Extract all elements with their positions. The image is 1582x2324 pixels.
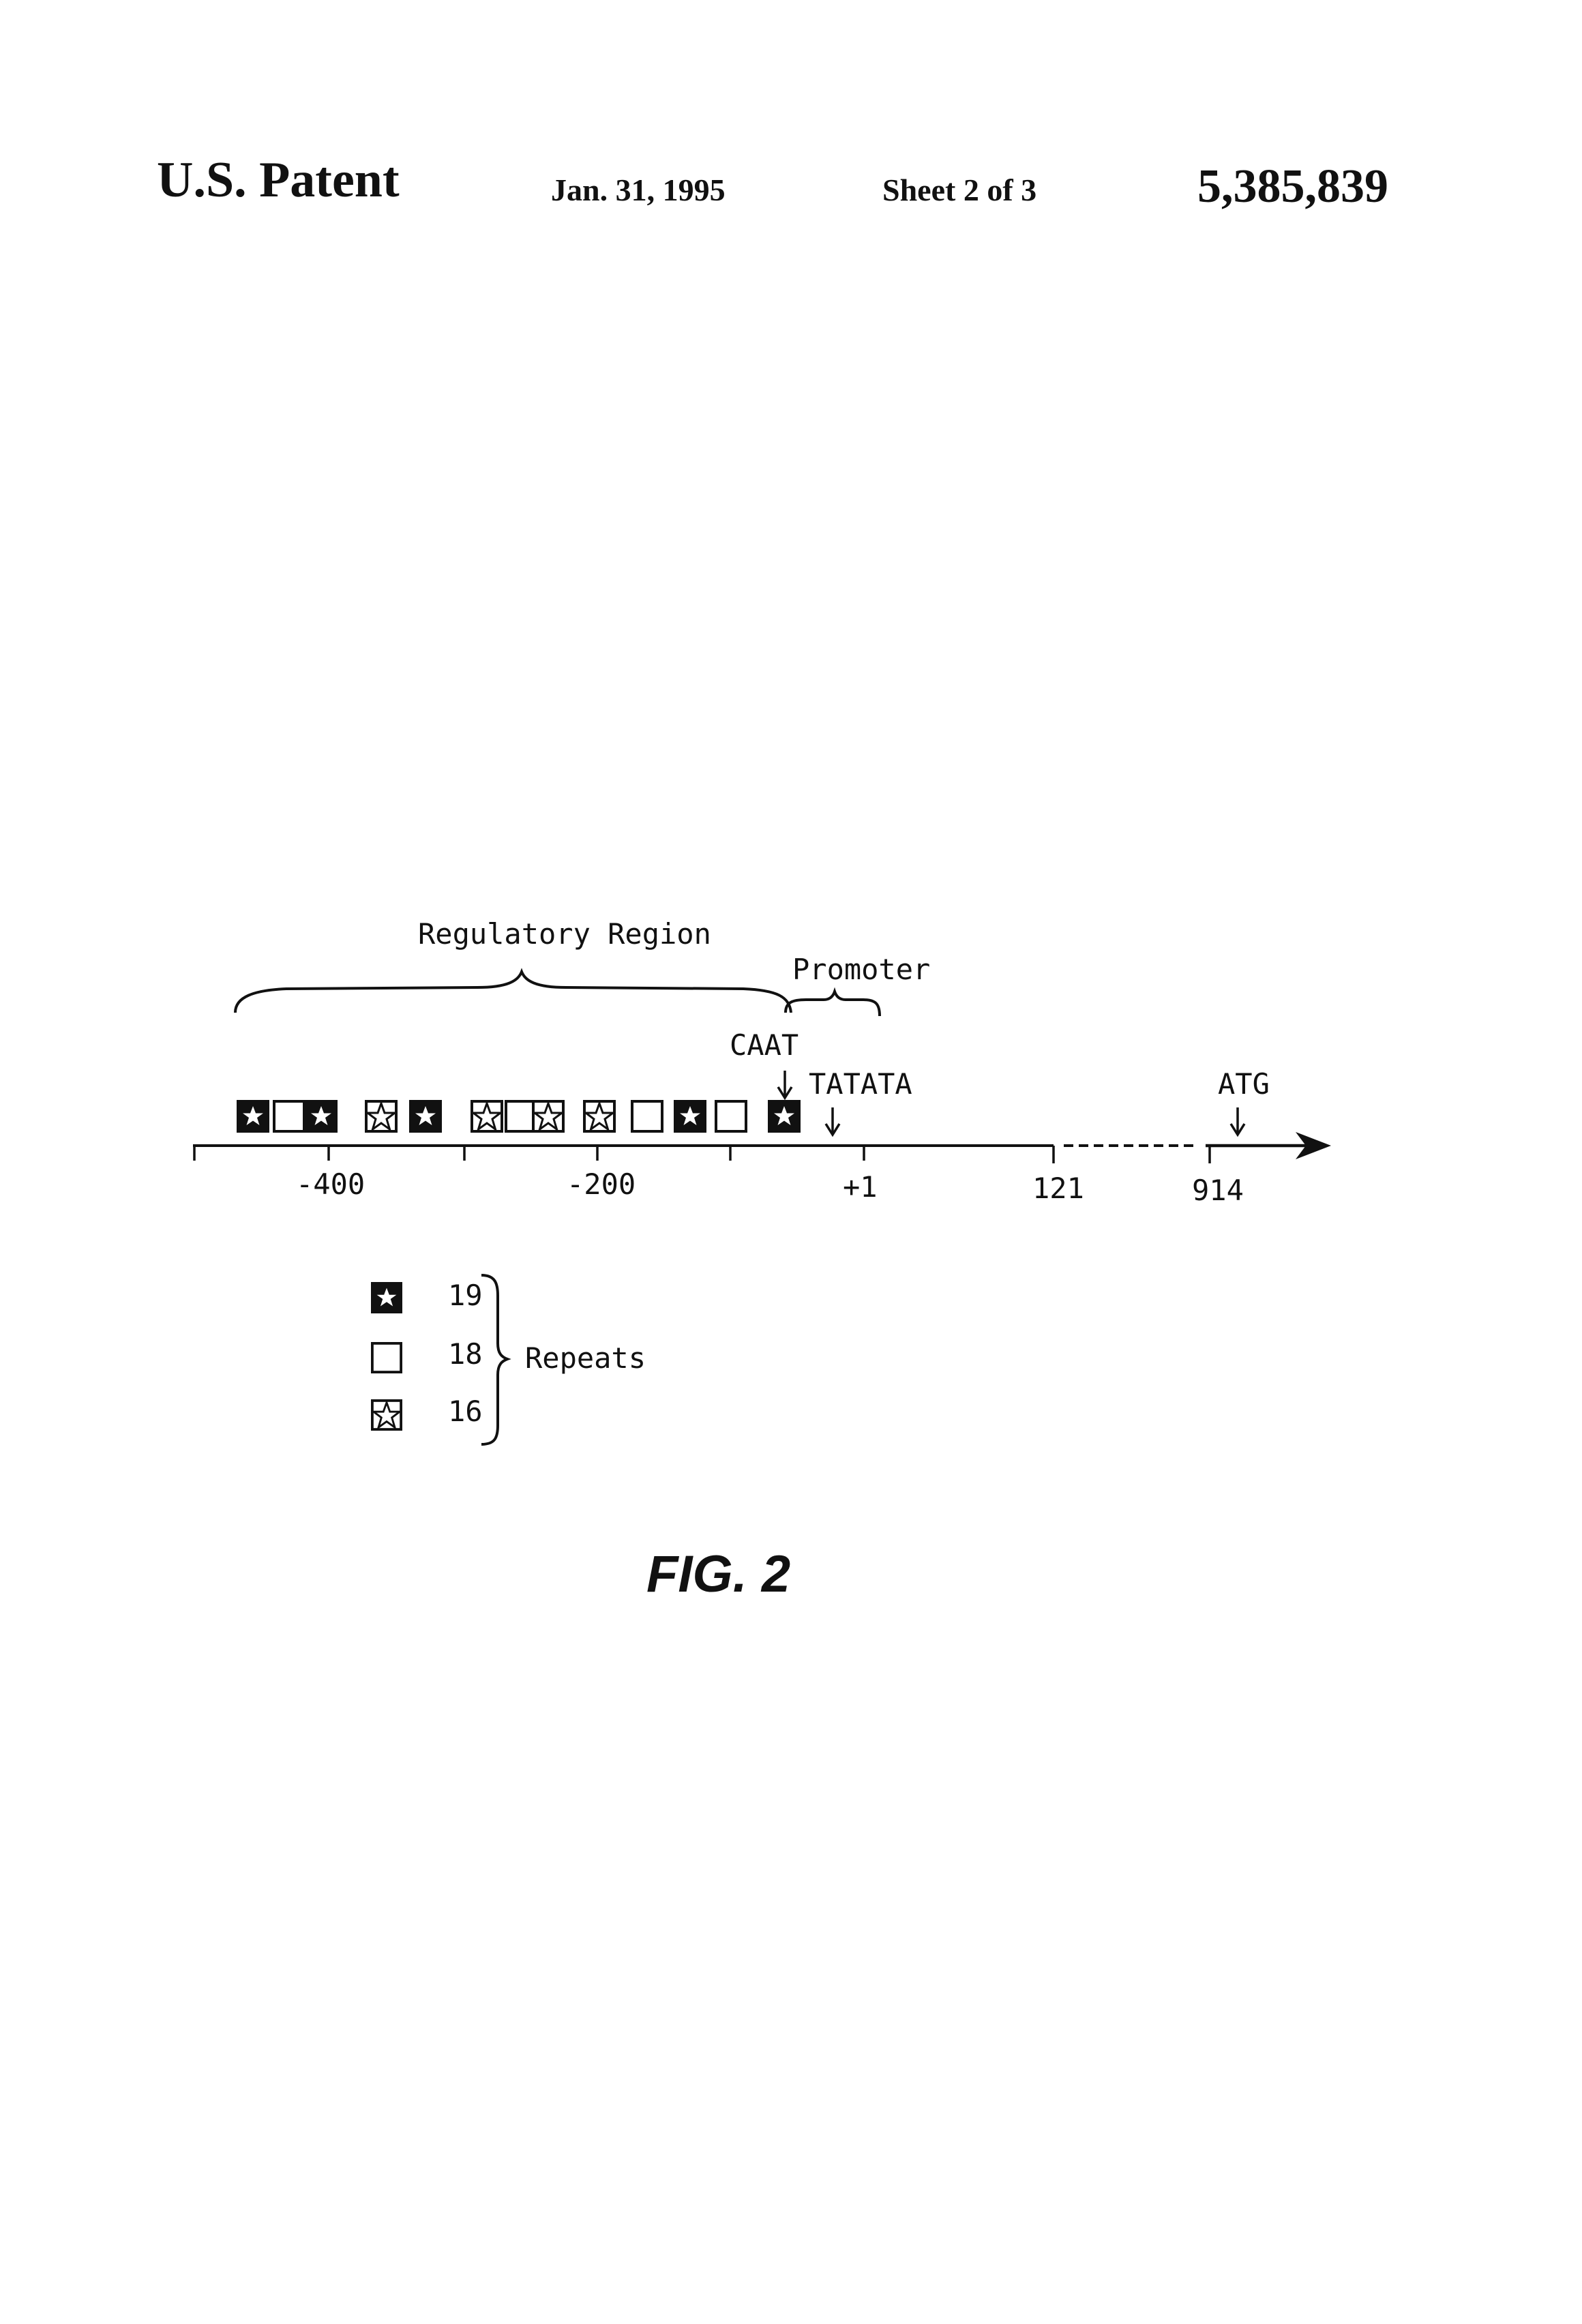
repeat-element-19 — [674, 1100, 706, 1133]
repeat-element-18 — [632, 1101, 662, 1131]
tick-label-914: 914 — [1192, 1174, 1244, 1207]
repeat-element-18 — [716, 1101, 746, 1131]
figure-label: FIG. 2 — [646, 1545, 790, 1604]
tatata-arrow — [826, 1107, 839, 1135]
repeat-element-19 — [768, 1100, 801, 1133]
tick-label-minus400: -400 — [296, 1167, 365, 1201]
repeat-element-16 — [533, 1101, 563, 1131]
legend-brace — [481, 1275, 507, 1444]
repeat-element-16 — [472, 1101, 502, 1131]
repeat-element-19 — [305, 1100, 338, 1133]
legend-group-label: Repeats — [525, 1341, 646, 1375]
legend-19-repeat-icon — [371, 1282, 402, 1313]
legend-18-repeat-icon — [372, 1343, 401, 1372]
legend-label-18: 18 — [448, 1337, 483, 1371]
atg-label: ATG — [1218, 1067, 1270, 1101]
repeat-element-19 — [409, 1100, 442, 1133]
caat-arrow — [778, 1071, 792, 1098]
repeat-elements-row — [237, 1100, 801, 1133]
legend-label-19: 19 — [448, 1279, 483, 1312]
tick-label-plus1: +1 — [843, 1170, 878, 1204]
legend-16-repeat-icon — [372, 1401, 401, 1429]
repeat-element-18 — [506, 1101, 536, 1131]
atg-arrow — [1231, 1107, 1244, 1135]
legend-label-16: 16 — [448, 1395, 483, 1428]
promoter-label: Promoter — [792, 953, 930, 986]
promoter-brace — [786, 992, 880, 1016]
repeat-element-16 — [584, 1101, 614, 1131]
tatata-label: TATATA — [809, 1067, 912, 1101]
repeat-element-19 — [237, 1100, 269, 1133]
repeat-element-18 — [274, 1101, 304, 1131]
tick-label-minus200: -200 — [567, 1167, 636, 1201]
regulatory-region-brace — [235, 972, 791, 1013]
repeat-element-16 — [366, 1101, 396, 1131]
caat-label: CAAT — [730, 1028, 799, 1062]
regulatory-region-label: Regulatory Region — [418, 917, 711, 951]
tick-label-121: 121 — [1032, 1172, 1084, 1205]
axis-ticks — [194, 1146, 1210, 1163]
